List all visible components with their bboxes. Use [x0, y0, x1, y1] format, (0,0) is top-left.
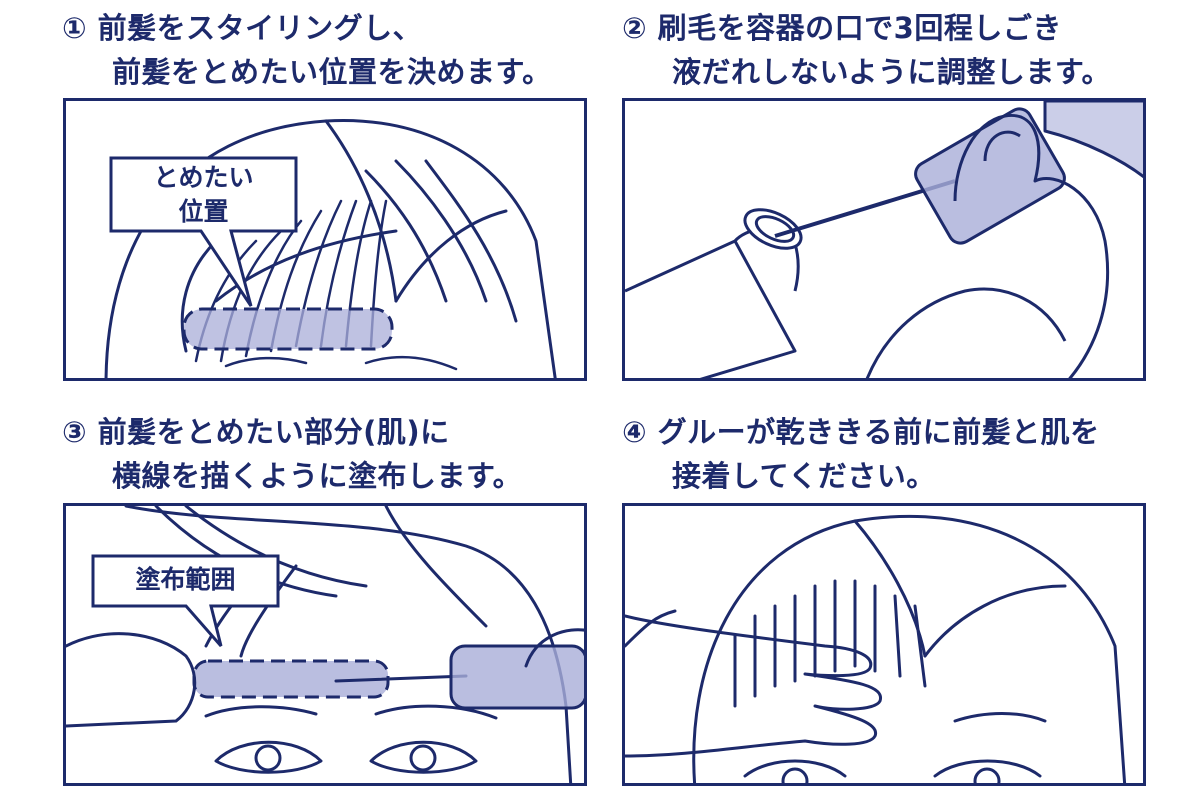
hand-lower [865, 287, 1067, 378]
step-2-title: ② 刷毛を容器の口で3回程しごき 液だれしないように調整します。 [622, 6, 1111, 94]
step-1-number: ① [62, 11, 88, 45]
step-1-panel: とめたい 位置 [63, 98, 587, 381]
step-3-line1: 前髪をとめたい部分(肌)に [97, 415, 450, 449]
step-4-line1: グルーが乾ききる前に前髪と肌を [657, 415, 1100, 449]
step-2-line2: 液だれしないように調整します。 [672, 55, 1112, 89]
target-area [182, 307, 394, 351]
step-3-callout: 塗布範囲 [93, 563, 278, 597]
step-4-line2: 接着してください。 [672, 459, 936, 493]
step-3-callout-line1: 塗布範囲 [135, 565, 236, 594]
step-1-illustration [104, 118, 557, 378]
step-1-line2: 前髪をとめたい位置を決めます。 [112, 55, 552, 89]
step-3-illustration [66, 506, 584, 783]
head-outline [124, 506, 573, 783]
eyebrow-left [224, 356, 308, 368]
eyebrow-right [364, 355, 458, 371]
step-1-callout-line2: 位置 [178, 197, 229, 226]
eyebrow-left [204, 705, 318, 718]
step-1-line1: 前髪をスタイリングし、 [97, 11, 423, 45]
step-4-illustration [625, 514, 1127, 783]
hand-right [953, 113, 1110, 378]
eyebrow-right [953, 712, 1047, 723]
cap [914, 107, 1066, 245]
step-3-number: ③ [62, 415, 88, 449]
step-3-line2: 横線を描くように塗布します。 [112, 459, 523, 493]
step-2-panel [622, 98, 1146, 381]
step-3-panel: 塗布範囲 [63, 503, 587, 786]
hand-right [524, 628, 584, 668]
brush [334, 674, 468, 683]
hand-left [66, 632, 197, 728]
callout-box [109, 156, 298, 307]
bottle-body [625, 239, 797, 378]
step-3-title: ③ 前髪をとめたい部分(肌)に 横線を描くように塗布します。 [62, 410, 522, 498]
step-2-illustration [625, 101, 1143, 378]
cap [449, 644, 584, 710]
step-1-callout-line1: とめたい [153, 163, 254, 192]
eye-left [743, 759, 847, 778]
step-2-line1: 刷毛を容器の口で3回程しごき [657, 11, 1062, 45]
eye-left [214, 740, 323, 774]
step-4-panel [622, 503, 1146, 786]
step-4-number: ④ [622, 415, 648, 449]
hair-part [324, 119, 398, 303]
step-4-title: ④ グルーが乾ききる前に前髪と肌を 接着してください。 [622, 410, 1100, 498]
step-2-number: ② [622, 11, 648, 45]
eyebrow-right [374, 704, 498, 720]
step-1-callout: とめたい 位置 [111, 161, 296, 229]
eye-right [933, 759, 1042, 778]
eye-right [369, 740, 478, 774]
step-1-title: ① 前髪をスタイリングし、 前髪をとめたい位置を決めます。 [62, 6, 552, 94]
callout-box [91, 554, 280, 647]
head-outline [104, 118, 557, 378]
hand [625, 614, 882, 758]
